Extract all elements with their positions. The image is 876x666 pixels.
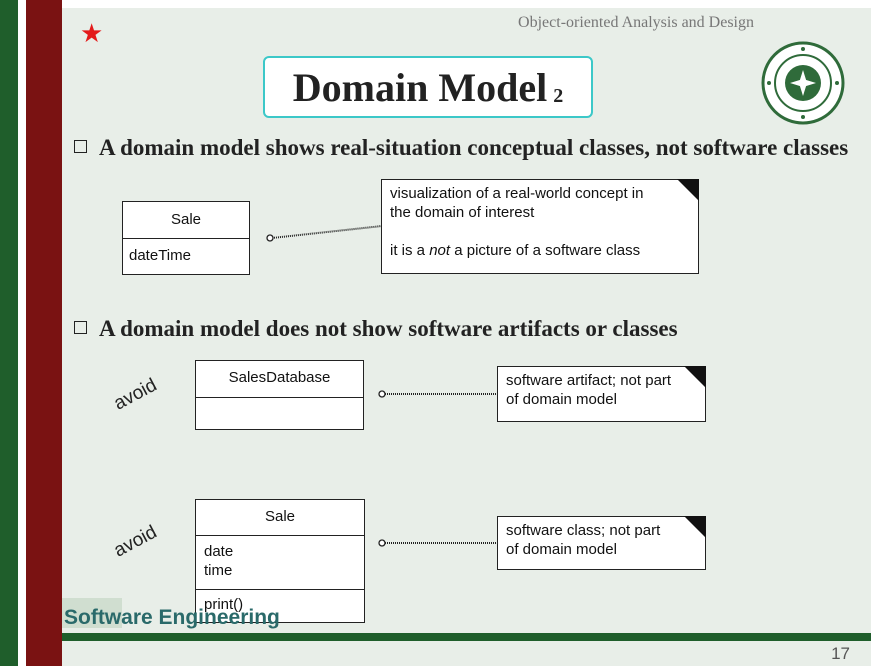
note-1-line-1: visualization of a real-world concept in [390, 185, 644, 202]
bullet-1: A domain model shows real-situation conc… [74, 134, 854, 162]
course-header: Object-oriented Analysis and Design [518, 14, 754, 31]
connector-line-2 [378, 390, 497, 398]
class-box-salesdatabase: SalesDatabase [195, 360, 364, 430]
class-name: Sale [264, 508, 296, 525]
note-2-line-2: of domain model [506, 391, 617, 408]
note-corner [684, 366, 706, 388]
note-1-line-3-em: not [429, 242, 451, 259]
university-seal-icon [761, 41, 845, 125]
class-name: Sale [170, 211, 202, 228]
bullet-box-icon [74, 140, 87, 154]
note-3-line-2: of domain model [506, 541, 617, 558]
class-attr-date: date [204, 543, 234, 560]
page-title: Domain Model 2 [263, 56, 593, 118]
class-name: SalesDatabase [228, 369, 331, 386]
star-icon: ★ [80, 18, 104, 48]
left-red-stripe [26, 0, 62, 666]
bullet-1-text: A domain model shows real-situation conc… [99, 135, 849, 160]
note-1-line-3-post: a picture of a software class [450, 242, 641, 259]
note-corner [677, 179, 699, 201]
connector-line-1 [266, 225, 383, 242]
note-2-line-1: software artifact; not part [506, 372, 672, 389]
note-1-line-3: it is a not a picture of a software clas… [390, 241, 690, 260]
footer-text: Software Engineering [64, 606, 280, 629]
bullet-box-icon [74, 321, 87, 335]
bullet-2: A domain model does not show software ar… [74, 316, 854, 342]
class-attr-time: time [204, 562, 233, 579]
note-box-1: visualization of a real-world concept in… [381, 179, 699, 274]
class-method: print() [196, 589, 364, 621]
page-number: 17 [831, 644, 850, 663]
note-1-line-3-pre: it is a [390, 242, 430, 259]
class-empty-section [196, 397, 363, 429]
note-3-line-1: software class; not part [506, 522, 661, 539]
class-box-sale: Sale dateTime [122, 201, 250, 275]
bullet-2-text: A domain model does not show software ar… [99, 316, 678, 341]
class-attribute: dateTime [123, 238, 249, 274]
bottom-green-bar [62, 633, 871, 641]
note-box-2: software artifact; not part of domain mo… [497, 366, 706, 422]
left-white-stripe [18, 0, 26, 666]
note-1-line-2: the domain of interest [390, 204, 535, 221]
title-sub: 2 [553, 84, 564, 107]
title-main: Domain Model [292, 64, 548, 110]
footer-decoration [62, 598, 122, 628]
class-box-sale-software: Sale date time print() [195, 499, 365, 623]
left-green-stripe [0, 0, 18, 666]
connector-line-3 [378, 539, 497, 547]
class-attributes: date time [196, 535, 364, 589]
note-box-3: software class; not part of domain model [497, 516, 706, 570]
note-corner [684, 516, 706, 538]
